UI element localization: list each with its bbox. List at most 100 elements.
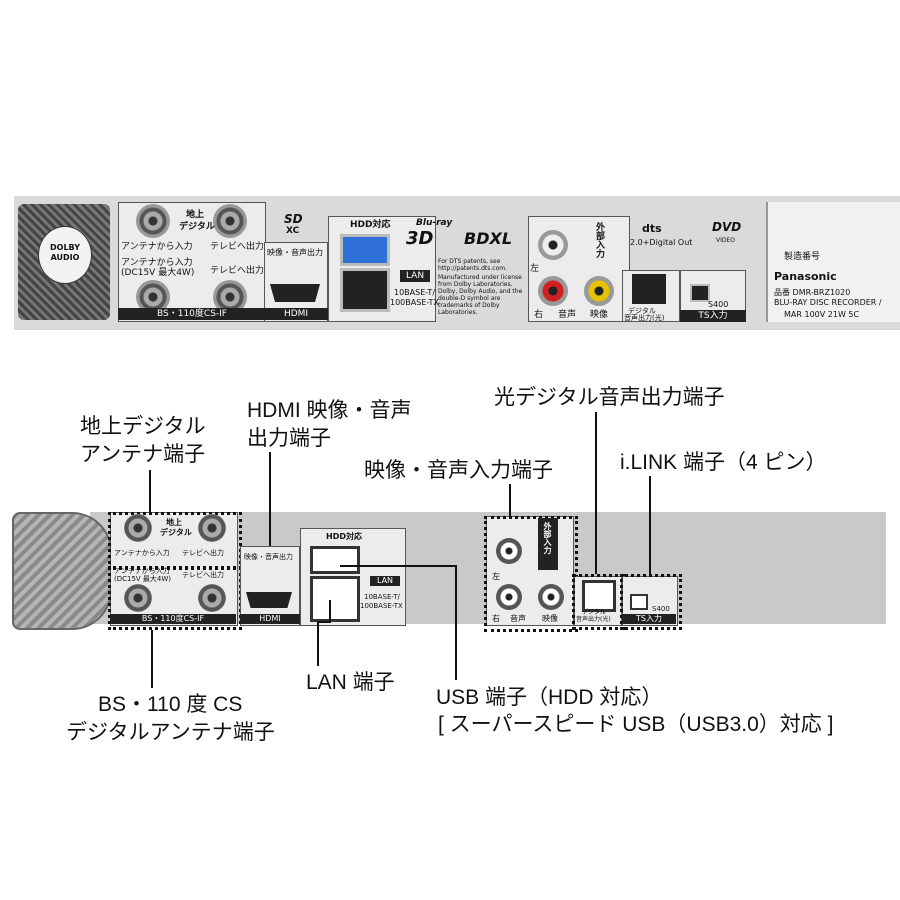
left-audio-red-jack xyxy=(538,276,568,306)
xc-logo: XC xyxy=(286,226,300,236)
terrestrial-badge-line2: デジタル xyxy=(179,222,215,232)
diagram-ts-footer: TS入力 xyxy=(622,614,676,624)
diagram-left-label: 左 xyxy=(492,572,500,581)
callout-bs-line1: BS・110 度 CS xyxy=(98,693,243,716)
diagram-ilink-port xyxy=(630,594,648,610)
right-label: 右 xyxy=(534,310,544,320)
terrestrial-tv-out-connector xyxy=(213,204,247,238)
diagram-lan-spec-1: 10BASE-T/ xyxy=(364,593,400,601)
leader-lan xyxy=(317,600,331,666)
diagram-hdd-label: HDD対応 xyxy=(326,532,362,541)
optical-label-2: 音声出力(光) xyxy=(624,314,665,322)
diagram-av-vertical: 外部入力 xyxy=(543,522,552,554)
callout-ilink: i.LINK 端子（4 ピン） xyxy=(620,451,827,474)
bs-antenna-in-sub: (DC15V 最大4W) xyxy=(121,268,195,278)
dvd-logo: DVD xyxy=(712,220,742,234)
lan-port xyxy=(340,268,390,312)
ilink-port xyxy=(690,284,710,302)
panasonic-logo: Panasonic xyxy=(774,270,837,283)
ts-input-footer: TS入力 xyxy=(680,310,746,322)
callout-bs-line2: デジタルアンテナ端子 xyxy=(66,721,275,744)
dts-digital-out: 2.0+Digital Out xyxy=(630,238,693,247)
optical-port xyxy=(632,274,666,304)
dolby-audio-logo: DOLBY AUDIO xyxy=(38,226,92,284)
callout-av-input: 映像・音声入力端子 xyxy=(364,459,553,482)
callout-terrestrial-line2: アンテナ端子 xyxy=(80,443,206,466)
model-description: BLU-RAY DISC RECORDER / xyxy=(774,298,882,307)
callout-usb-line2: [ スーパースピード USB（USB3.0）対応 ] xyxy=(438,713,834,736)
model-number: 品番 DMR-BRZ1020 xyxy=(774,288,851,297)
left-label: 左 xyxy=(530,264,540,274)
diagram-optical-port xyxy=(582,580,616,612)
diagram-yellow-jack xyxy=(538,584,564,610)
callout-usb-line1: USB 端子（HDD 対応） xyxy=(436,686,663,709)
video-yellow-jack xyxy=(584,276,614,306)
usb-port xyxy=(340,234,390,266)
callout-optical: 光デジタル音声出力端子 xyxy=(494,386,725,409)
diagram-right-label: 右 xyxy=(492,614,500,623)
lan-tag: LAN xyxy=(400,270,430,282)
audio-text: AUDIO xyxy=(50,253,80,262)
hdmi-footer: HDMI xyxy=(264,308,328,320)
terrestrial-antenna-in-connector xyxy=(136,204,170,238)
ts-dotted-box xyxy=(620,574,682,630)
diagram-terrestrial-in xyxy=(124,514,152,542)
diagram-bs-footer: BS・110度CS-IF xyxy=(110,614,236,624)
tv-out-label: テレビへ出力 xyxy=(210,242,265,252)
diagram-fan xyxy=(12,512,112,630)
diagram-hdmi-footer: HDMI xyxy=(240,614,300,624)
hdd-label: HDD対応 xyxy=(350,220,391,230)
bs-cs-footer: BS・110度CS-IF xyxy=(118,308,266,320)
video-label: 映像 xyxy=(590,310,609,320)
diagram-ant-out2: テレビへ出力 xyxy=(182,571,224,579)
lan-spec-1: 10BASE-T/ xyxy=(394,288,436,297)
bluray-logo: Blu-ray xyxy=(416,218,453,228)
audio-label: 音声 xyxy=(558,310,577,320)
diagram-video-label: 映像 xyxy=(542,614,558,623)
bs-antenna-in-label: アンテナから入力 xyxy=(121,258,193,268)
diagram-ant-in: アンテナから入力 xyxy=(114,549,170,557)
dolby-text: DOLBY xyxy=(50,243,80,252)
leader-usb xyxy=(340,565,457,680)
hdmi-output-label: 映像・音声出力 xyxy=(267,248,323,257)
diagram-optical-2: 音声出力(光) xyxy=(576,616,611,623)
antenna-in-label: アンテナから入力 xyxy=(121,242,193,252)
callout-terrestrial-line1: 地上デジタル xyxy=(80,415,206,438)
hdmi-port xyxy=(270,284,320,302)
diagram-bs-out xyxy=(198,584,226,612)
terrestrial-badge-line1: 地上 xyxy=(186,210,205,220)
diagram-red-jack xyxy=(496,584,522,610)
callout-hdmi-line1: HDMI 映像・音声 xyxy=(247,399,412,422)
diagram-hdmi-block xyxy=(240,546,300,626)
diagram-ant-in2: アンテナから入力 xyxy=(114,567,170,575)
power-spec: MAR 100V 21W 5C xyxy=(784,310,860,319)
callout-hdmi-line2: 出力端子 xyxy=(247,427,331,450)
diagram-bs-in xyxy=(124,584,152,612)
optical-label-1: デジタル xyxy=(628,307,656,315)
diagram-lan-spec-2: 100BASE-TX xyxy=(360,602,403,610)
dts-logo: dts xyxy=(642,222,662,235)
rear-panel-diagram: 地上 デジタル アンテナから入力 テレビへ出力 アンテナから入力 (DC15V … xyxy=(0,500,900,650)
diagram-white-jack xyxy=(496,538,522,564)
diagram-optical-1: デジタル xyxy=(582,609,606,616)
lan-spec-2: 100BASE-TX xyxy=(390,298,439,307)
diagram-hdmi-port xyxy=(246,592,292,608)
diagram-hdmi-label: 映像・音声出力 xyxy=(244,553,293,561)
external-input-vertical: 外部入力 xyxy=(594,222,604,258)
bdxl-logo: BDXL xyxy=(464,229,513,248)
rating-label xyxy=(766,202,900,322)
serial-number-label: 製造番号 xyxy=(784,252,821,262)
bs-tv-out-label: テレビへ出力 xyxy=(210,266,265,276)
diagram-s400: S400 xyxy=(652,605,670,613)
dvd-video-text: VIDEO xyxy=(716,237,736,244)
patent-text: For DTS patents, see http://patents.dts.… xyxy=(438,258,523,316)
diagram-lan-tag: LAN xyxy=(370,576,400,586)
callout-lan: LAN 端子 xyxy=(306,671,395,694)
sd-logo: SD xyxy=(284,212,303,226)
diagram-ant-sub: (DC15V 最大4W) xyxy=(114,575,172,583)
diagram-badge-2: デジタル xyxy=(160,528,192,537)
3d-logo: 3D xyxy=(406,228,434,249)
diagram-lan-port xyxy=(310,576,360,622)
diagram-badge-1: 地上 xyxy=(166,518,182,527)
